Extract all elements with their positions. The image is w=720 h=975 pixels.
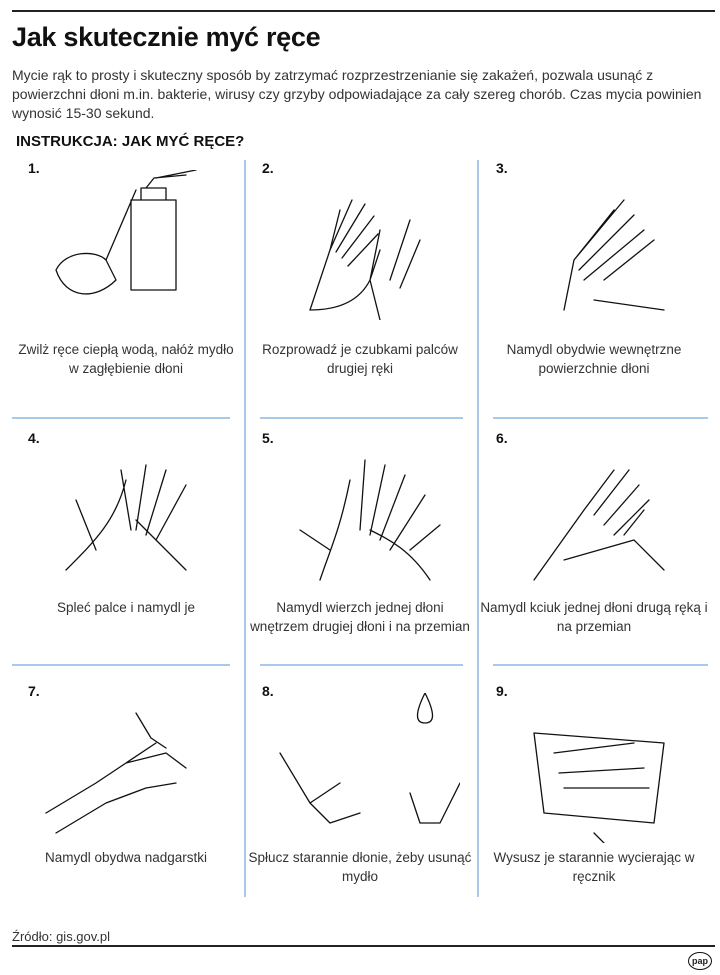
page-title: Jak skutecznie myć ręce	[12, 22, 321, 52]
hand-washing-illustration-icon	[45, 712, 187, 834]
hand-washing-illustration-icon	[533, 732, 665, 843]
column-divider	[477, 160, 479, 897]
step-number: 9.	[496, 683, 508, 699]
step-number: 8.	[262, 683, 274, 699]
step-caption: Namydl kciuk jednej dłoni drugą ręką i n…	[480, 600, 708, 634]
step-9: 9. Wysusz je starannie wycierając w ręcz…	[480, 683, 708, 923]
row-divider	[12, 417, 230, 419]
step-number: 3.	[496, 160, 508, 176]
hand-washing-illustration-icon	[299, 459, 441, 581]
step-caption: Namydl wierzch jednej dłoni wnętrzem dru…	[250, 600, 470, 634]
hand-washing-illustration-icon	[279, 693, 460, 824]
column-divider	[244, 160, 246, 897]
step-2: 2. Rozprowadź je czubkami palców drugiej…	[246, 160, 474, 400]
hand-washing-illustration-icon	[533, 469, 665, 581]
step-caption: Spleć palce i namydl je	[56, 600, 196, 615]
step-number: 5.	[262, 430, 274, 446]
step-caption: Rozprowadź je czubkami palców drugiej rę…	[262, 342, 458, 376]
step-5: 5. Namydl wierzch jednej dłoni wnętrzem …	[246, 430, 474, 670]
step-caption: Namydl obydwa nadgarstki	[44, 850, 208, 865]
step-6: 6. Namydl kciuk jednej dłoni drugą ręką …	[480, 430, 708, 670]
step-caption: Namydl obydwie wewnętrzne powierzchnie d…	[506, 342, 682, 376]
step-number: 7.	[28, 683, 40, 699]
step-8: 8. Spłucz starannie dłonie, żeby usunąć …	[246, 683, 474, 923]
row-divider	[12, 664, 230, 666]
row-divider	[260, 417, 463, 419]
step-caption: Wysusz je starannie wycierając w ręcznik	[493, 850, 695, 884]
hand-washing-illustration-icon	[55, 170, 197, 295]
step-3: 3. Namydl obydwie wewnętrzne powierzchni…	[480, 160, 708, 400]
step-number: 2.	[262, 160, 274, 176]
instructions-heading: INSTRUKCJA: JAK MYĆ RĘCE?	[16, 133, 245, 150]
step-7: 7. Namydl obydwa nadgarstki	[12, 683, 240, 923]
hand-washing-illustration-icon	[563, 199, 665, 311]
row-divider	[260, 664, 463, 666]
top-rule	[12, 10, 715, 12]
intro-text: Mycie rąk to prosty i skuteczny sposób b…	[12, 67, 702, 121]
bottom-rule	[12, 945, 715, 947]
pap-logo: pap	[688, 952, 712, 970]
row-divider	[493, 664, 708, 666]
step-caption: Spłucz starannie dłonie, żeby usunąć myd…	[248, 850, 472, 884]
step-1: 1. Zwilż ręce ciepłą wodą, nałóż mydło w…	[12, 160, 240, 400]
step-caption: Zwilż ręce ciepłą wodą, nałóż mydło w za…	[18, 342, 234, 376]
row-divider	[493, 417, 708, 419]
source-note: Źródło: gis.gov.pl	[12, 929, 111, 944]
step-number: 1.	[28, 160, 40, 176]
step-4: 4. Spleć palce i namydl je	[12, 430, 240, 670]
hand-washing-illustration-icon	[309, 199, 421, 320]
hand-washing-illustration-icon	[65, 464, 187, 571]
step-number: 6.	[496, 430, 508, 446]
step-number: 4.	[28, 430, 40, 446]
